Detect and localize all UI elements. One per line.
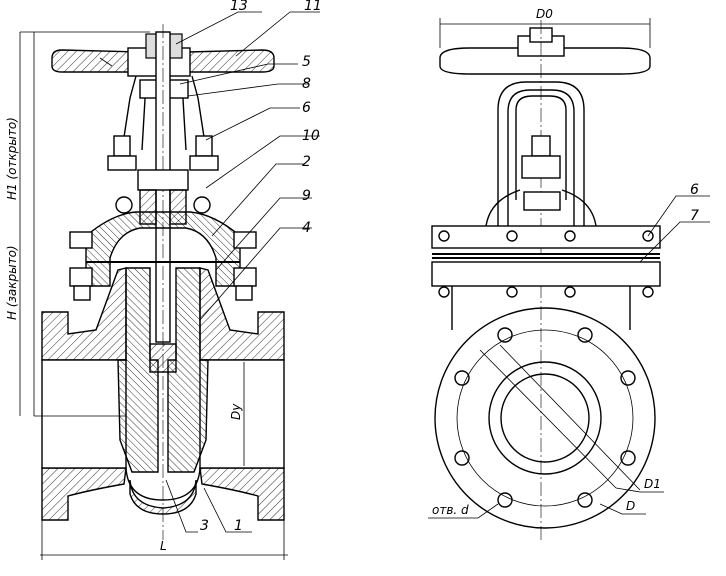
bonnet-flange-front — [431, 225, 661, 298]
dim-d: D — [626, 499, 635, 513]
part-7: 7 — [690, 208, 699, 224]
part-4: 4 — [302, 220, 311, 236]
part-10: 10 — [302, 128, 320, 144]
part-13: 13 — [230, 0, 248, 14]
part-1: 1 — [234, 518, 243, 534]
left-leaders — [165, 11, 320, 533]
dim-d1: D1 — [644, 477, 661, 491]
left-section-view: 13 11 5 8 6 10 2 9 4 3 1 H1 (открыто) H … — [5, 0, 322, 560]
part-9: 9 — [302, 188, 311, 204]
body-section — [41, 267, 285, 521]
left-dimensions — [19, 31, 288, 560]
dim-dy: Dy — [229, 403, 243, 420]
right-front-view: 6 7 D0 D1 D отв. d — [428, 7, 710, 540]
right-leaders — [639, 195, 710, 263]
body-flange-front — [434, 286, 656, 529]
right-dimensions — [428, 18, 664, 519]
part-6: 6 — [302, 100, 311, 116]
part-8: 8 — [302, 76, 311, 92]
dim-h: H (закрыто) — [5, 245, 19, 320]
part-11: 11 — [304, 0, 322, 14]
yoke-front — [485, 81, 597, 227]
part-5: 5 — [302, 54, 311, 70]
wedge-section — [117, 267, 209, 473]
dim-d0: D0 — [536, 7, 553, 21]
part-2: 2 — [302, 154, 311, 170]
dim-holes: отв. d — [432, 503, 469, 517]
bonnet-section — [69, 211, 257, 301]
part-3: 3 — [200, 518, 209, 534]
part-6-right: 6 — [690, 182, 699, 198]
dim-h1: H1 (открыто) — [5, 117, 19, 200]
dim-l: L — [160, 539, 167, 553]
